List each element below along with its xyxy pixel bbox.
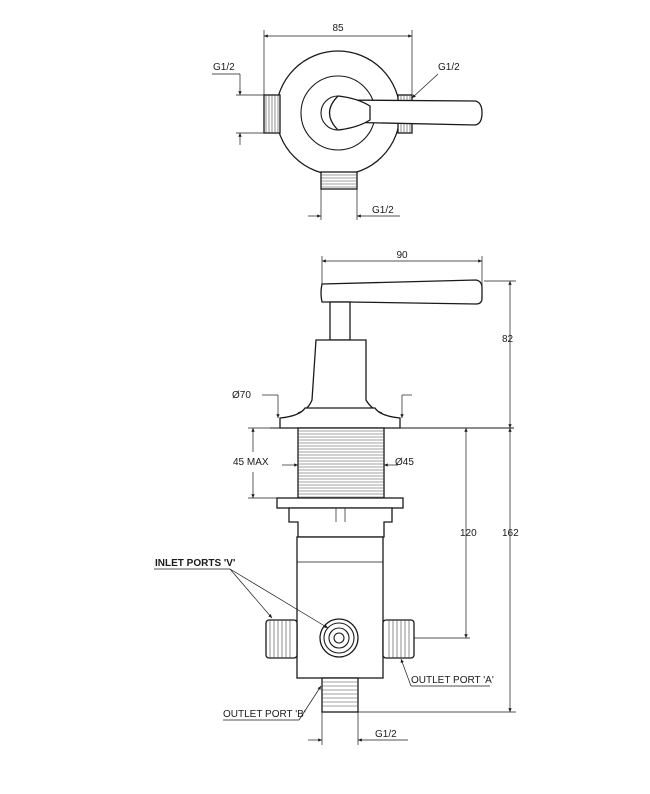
callout-outlet-b: OUTLET PORT 'B' bbox=[223, 685, 322, 721]
callout-inlet: INLET PORTS 'V' bbox=[154, 558, 329, 629]
side-outlet-port-a bbox=[382, 619, 415, 659]
dim-right-port-label: G1/2 bbox=[438, 62, 460, 73]
side-threaded-body bbox=[297, 427, 385, 499]
dim-total: 162 bbox=[358, 428, 519, 713]
dim-total-label: 162 bbox=[502, 528, 519, 539]
dim-bottom-port-side: G1/2 bbox=[308, 712, 408, 745]
dim-body-label: Ø45 bbox=[395, 457, 414, 468]
side-outlet-port-b bbox=[321, 677, 359, 713]
dim-left-port: G1/2 bbox=[212, 62, 264, 145]
top-view: 85 G1/2 G1/2 G1/2 bbox=[212, 23, 483, 220]
side-stem bbox=[329, 301, 351, 341]
dim-right-port: G1/2 bbox=[411, 62, 460, 99]
side-front-inlet-port bbox=[319, 618, 359, 658]
dim-height-label: 82 bbox=[502, 334, 514, 345]
side-handle bbox=[320, 279, 483, 305]
dim-mid: 120 bbox=[414, 428, 477, 639]
dim-width-top-label: 85 bbox=[332, 23, 344, 34]
callout-outlet-b-label: OUTLET PORT 'B' bbox=[223, 709, 306, 720]
side-view: 90 82 162 120 Ø70 bbox=[154, 250, 519, 745]
dim-height: 82 bbox=[484, 280, 516, 428]
dim-bottom-port-top: G1/2 bbox=[308, 189, 400, 220]
dim-flange-label: Ø70 bbox=[232, 390, 251, 401]
dim-bottom-port-side-label: G1/2 bbox=[375, 729, 397, 740]
side-bonnet bbox=[297, 339, 383, 414]
side-flange bbox=[279, 407, 401, 429]
side-left-inlet-port bbox=[265, 619, 298, 659]
dim-depth: 45 MAX bbox=[233, 427, 298, 499]
callout-outlet-a-label: OUTLET PORT 'A' bbox=[411, 675, 494, 686]
dim-depth-label: 45 MAX bbox=[233, 457, 269, 468]
side-lock-plate bbox=[276, 497, 404, 509]
dim-handle-width: 90 bbox=[321, 250, 483, 288]
dim-mid-label: 120 bbox=[460, 528, 477, 539]
dim-handle-width-label: 90 bbox=[396, 250, 408, 261]
callout-outlet-a: OUTLET PORT 'A' bbox=[400, 658, 494, 687]
dim-body: Ø45 bbox=[282, 457, 414, 468]
dim-flange: Ø70 bbox=[232, 390, 412, 418]
top-bottom-port bbox=[320, 171, 358, 190]
dim-left-port-label: G1/2 bbox=[213, 62, 235, 73]
top-handle-hub bbox=[328, 95, 371, 131]
side-lock-nut bbox=[288, 507, 393, 538]
callout-inlet-label: INLET PORTS 'V' bbox=[155, 558, 235, 569]
top-left-port bbox=[263, 94, 281, 134]
dim-width-top: 85 bbox=[263, 23, 413, 95]
dim-bottom-port-top-label: G1/2 bbox=[372, 205, 394, 216]
